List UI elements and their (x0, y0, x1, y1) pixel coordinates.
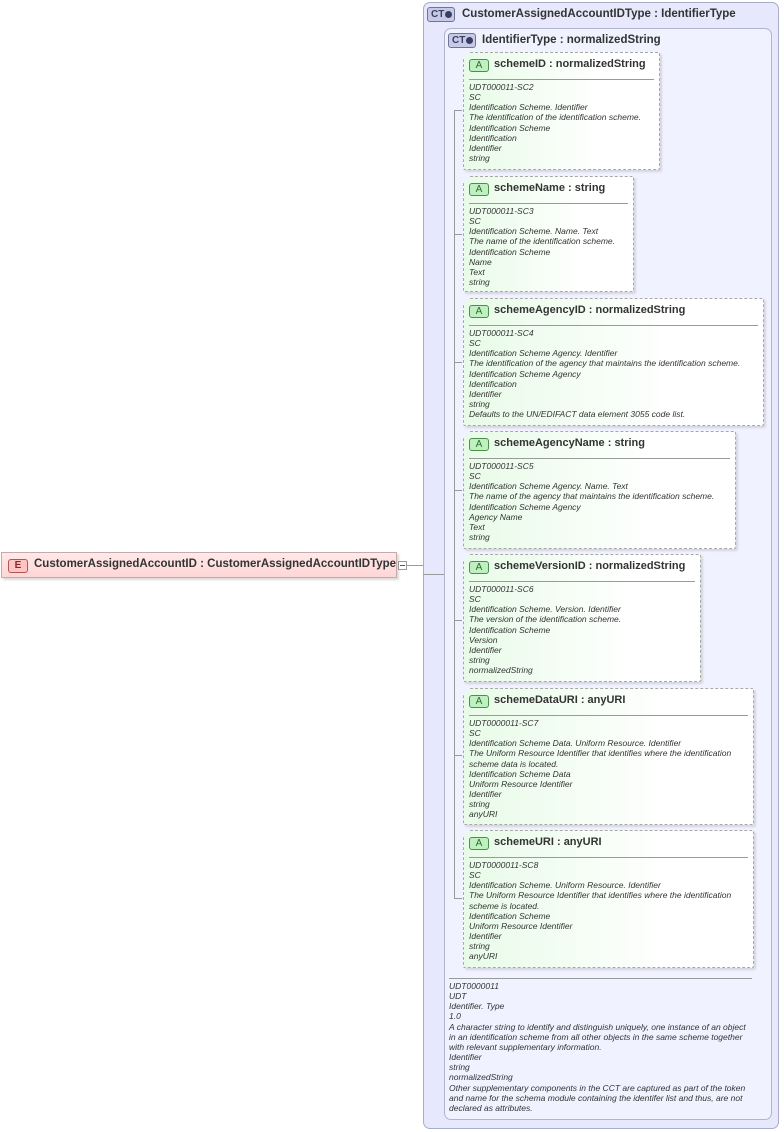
element-node[interactable]: E CustomerAssignedAccountID : CustomerAs… (1, 552, 397, 578)
attribute-label: schemeID : normalizedString (494, 58, 646, 70)
element-badge: E (8, 559, 28, 573)
attr-connector (454, 898, 462, 899)
attribute-label: schemeName : string (494, 182, 606, 194)
attribute-badge: A (469, 438, 489, 451)
element-label: CustomerAssignedAccountID : CustomerAssi… (34, 558, 397, 570)
attribute-label: schemeVersionID : normalizedString (494, 560, 686, 572)
attribute-badge: A (469, 561, 489, 574)
attribute-label: schemeURI : anyURI (494, 836, 602, 848)
connector-line (407, 565, 423, 566)
attribute-badge: A (469, 837, 489, 850)
attr-connector (454, 234, 462, 235)
attribute-label: schemeAgencyID : normalizedString (494, 304, 686, 316)
collapse-toggle[interactable] (398, 561, 407, 570)
attribute-schemeAgencyID[interactable]: A schemeAgencyID : normalizedString UDT0… (463, 298, 764, 426)
attribute-schemeVersionID[interactable]: A schemeVersionID : normalizedString UDT… (463, 554, 701, 682)
attribute-label: schemeAgencyName : string (494, 437, 645, 449)
attr-connector (454, 755, 462, 756)
attribute-badge: A (469, 305, 489, 318)
type-documentation: UDT0000011 UDT Identifier. Type 1.0 A ch… (449, 981, 746, 1113)
attribute-badge: A (469, 59, 489, 72)
inner-type-title: IdentifierType : normalizedString (482, 34, 661, 46)
attribute-schemeAgencyName[interactable]: A schemeAgencyName : string UDT000011-SC… (463, 431, 736, 549)
complex-type-icon-inner: CT (448, 33, 477, 48)
attr-connector (454, 490, 462, 491)
complex-type-icon: CT (427, 7, 456, 22)
type-doc-separator (449, 978, 752, 979)
attr-connector (454, 620, 462, 621)
attribute-tree-line (454, 110, 455, 898)
outer-type-title: CustomerAssignedAccountIDType : Identifi… (462, 8, 736, 20)
attr-connector (454, 110, 462, 111)
connector-line-2 (423, 574, 444, 575)
attribute-badge: A (469, 695, 489, 708)
attr-connector (454, 362, 462, 363)
attribute-label: schemeDataURI : anyURI (494, 694, 626, 706)
attribute-schemeID[interactable]: A schemeID : normalizedString UDT000011-… (463, 52, 660, 170)
attribute-badge: A (469, 183, 489, 196)
